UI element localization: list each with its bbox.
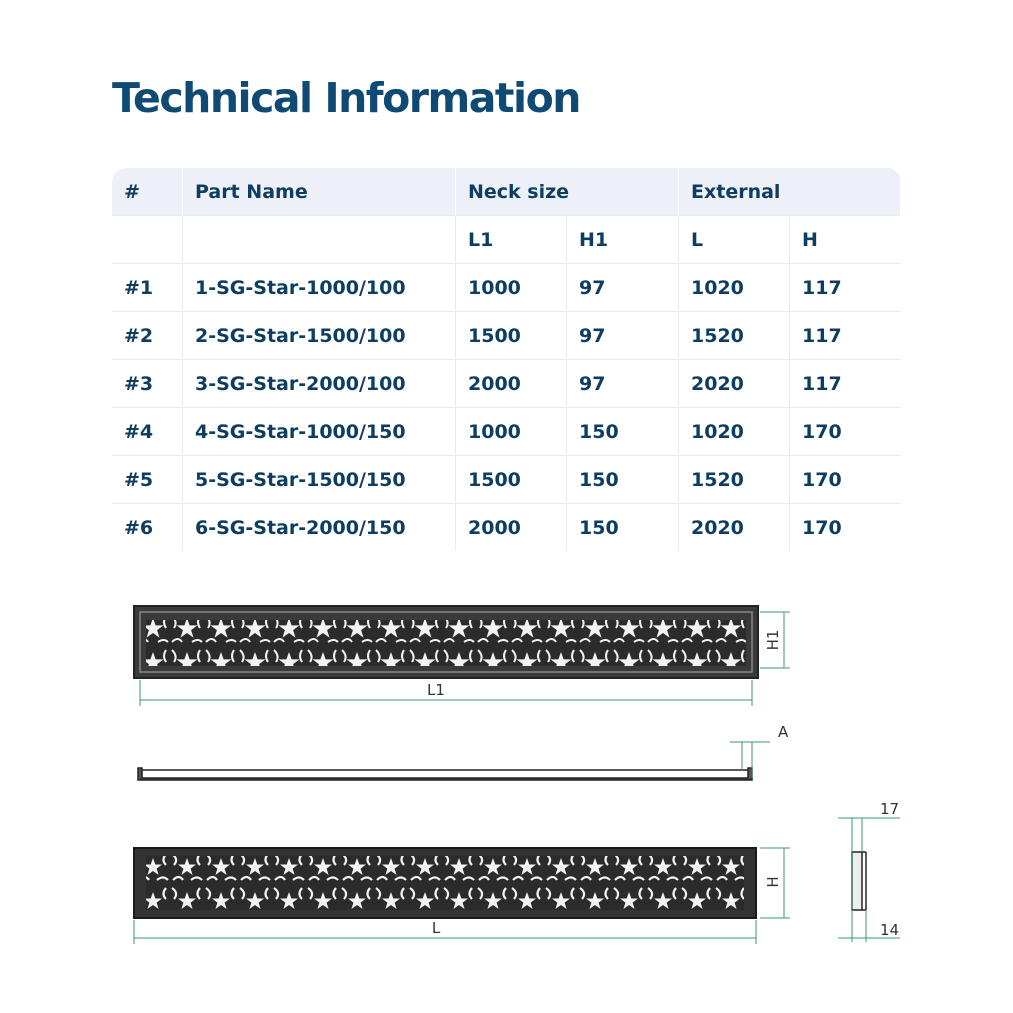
spec-table: # Part Name Neck size External L1 H1 L H… [112, 168, 901, 550]
subheader-l1: L1 [456, 216, 567, 264]
cell-l1: 1000 [456, 264, 567, 312]
cell-h1: 150 [567, 456, 679, 504]
subheader-empty [112, 216, 183, 264]
header-num: # [112, 168, 183, 216]
subheader-h1: H1 [567, 216, 679, 264]
dimension-h: H [760, 847, 790, 919]
label-l1: L1 [427, 681, 445, 699]
cell-h1: 150 [567, 408, 679, 456]
cell-l1: 1000 [456, 408, 567, 456]
cell-h: 170 [790, 456, 901, 504]
cell-l: 1520 [679, 456, 790, 504]
cell-h: 117 [790, 360, 901, 408]
cell-h: 170 [802, 517, 842, 539]
cell-h: 117 [790, 264, 901, 312]
cell-h1: 150 [567, 504, 679, 550]
grille-top-view [133, 605, 759, 679]
header-external: External [679, 168, 901, 216]
cell-l: 1020 [679, 264, 790, 312]
cell-num: #2 [112, 312, 183, 360]
dimension-l1: L1 [139, 680, 753, 706]
table-subheader-row: L1 H1 L H [112, 216, 901, 264]
cell-part-name: 6-SG-Star-2000/150 [183, 504, 456, 550]
dimension-l: L [133, 919, 757, 944]
label-h: H [764, 876, 782, 887]
label-h1: H1 [764, 630, 782, 651]
cell-part-name: 3-SG-Star-2000/100 [183, 360, 456, 408]
cell-part-name: 2-SG-Star-1500/100 [183, 312, 456, 360]
cell-l1: 1500 [456, 312, 567, 360]
cell-l1: 2000 [456, 504, 567, 550]
cell-num: #4 [112, 408, 183, 456]
subheader-h: H [790, 216, 901, 264]
cell-l1: 1500 [456, 456, 567, 504]
cell-l1: 2000 [456, 360, 567, 408]
table-header-row: # Part Name Neck size External [112, 168, 901, 216]
label-top-offset: 17 [880, 800, 899, 818]
cell-num: #3 [112, 360, 183, 408]
cell-num: #1 [112, 264, 183, 312]
grille-side-view: A [137, 723, 789, 781]
cell-h: 170 [790, 408, 901, 456]
cell-l: 1020 [679, 408, 790, 456]
cell-h1: 97 [567, 360, 679, 408]
label-l: L [432, 919, 441, 937]
cell-h: 117 [790, 312, 901, 360]
subheader-l: L [679, 216, 790, 264]
dimension-h1: H1 [760, 611, 790, 669]
label-a: A [778, 723, 789, 741]
cell-num: #6 [112, 504, 183, 550]
subheader-empty [183, 216, 456, 264]
header-part-name: Part Name [183, 168, 456, 216]
cell-h1: 97 [567, 312, 679, 360]
cell-num: #5 [112, 456, 183, 504]
cell-part-name: 4-SG-Star-1000/150 [183, 408, 456, 456]
cell-l: 2020 [679, 360, 790, 408]
cell-part-name: 1-SG-Star-1000/100 [183, 264, 456, 312]
grille-front-view [133, 847, 757, 919]
cell-l: 1520 [679, 312, 790, 360]
grille-section-view: 17 14 [838, 800, 900, 942]
cell-part-name: 5-SG-Star-1500/150 [183, 456, 456, 504]
header-neck-size: Neck size [456, 168, 679, 216]
page-title: Technical Information [112, 74, 581, 122]
cell-h1: 97 [567, 264, 679, 312]
label-bottom-offset: 14 [880, 921, 899, 939]
cell-l: 2020 [679, 504, 790, 550]
